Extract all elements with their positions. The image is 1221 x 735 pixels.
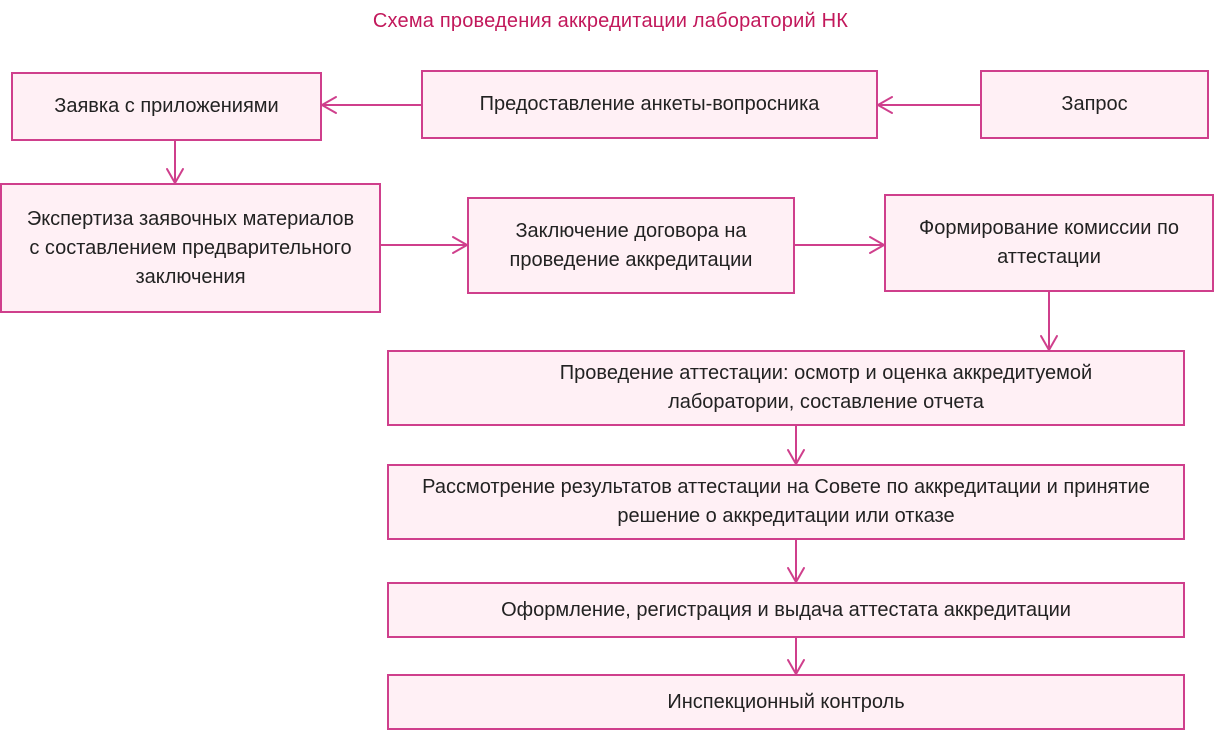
step-contract-label: Заключение договора на проведение аккред… [509,219,753,271]
step-registration-label: Оформление, регистрация и выдача аттеста… [501,598,1071,621]
step-review-label: Рассмотрение результатов аттестации на С… [422,476,1150,527]
arrow-expertise-to-contract [380,236,468,254]
step-application-label: Заявка с приложениями [54,95,279,117]
arrow-attestation-to-review [787,425,805,465]
step-commission-label: Формирование комиссии по аттестации [919,217,1179,268]
step-application: Заявка с приложениями [11,72,322,141]
step-questionnaire: Предоставление анкеты-вопросника [421,70,878,139]
arrow-application-to-expertise [166,140,184,184]
step-commission: Формирование комиссии по аттестации [884,194,1214,292]
step-inspection: Инспекционный контроль [387,674,1185,730]
step-questionnaire-label: Предоставление анкеты-вопросника [479,93,820,115]
step-request-label: Запрос [1061,93,1128,115]
step-expertise-label: Экспертиза заявочных материалов с состав… [26,207,355,288]
arrow-contract-to-commission [794,236,885,254]
arrow-registration-to-inspection [787,637,805,675]
step-expertise: Экспертиза заявочных материалов с состав… [0,183,381,313]
arrow-review-to-registration [787,539,805,583]
step-inspection-label: Инспекционный контроль [667,690,905,713]
diagram-title: Схема проведения аккредитации лаборатори… [372,10,849,32]
step-contract: Заключение договора на проведение аккред… [467,197,795,294]
arrow-questionnaire-to-application [321,96,422,114]
step-request: Запрос [980,70,1209,139]
arrow-commission-to-attestation [1040,291,1058,351]
step-review: Рассмотрение результатов аттестации на С… [387,464,1185,540]
step-attestation-label: Проведение аттестации: осмотр и оценка а… [559,362,1093,413]
step-registration: Оформление, регистрация и выдача аттеста… [387,582,1185,638]
arrow-request-to-questionnaire [877,96,981,114]
step-attestation: Проведение аттестации: осмотр и оценка а… [387,350,1185,426]
